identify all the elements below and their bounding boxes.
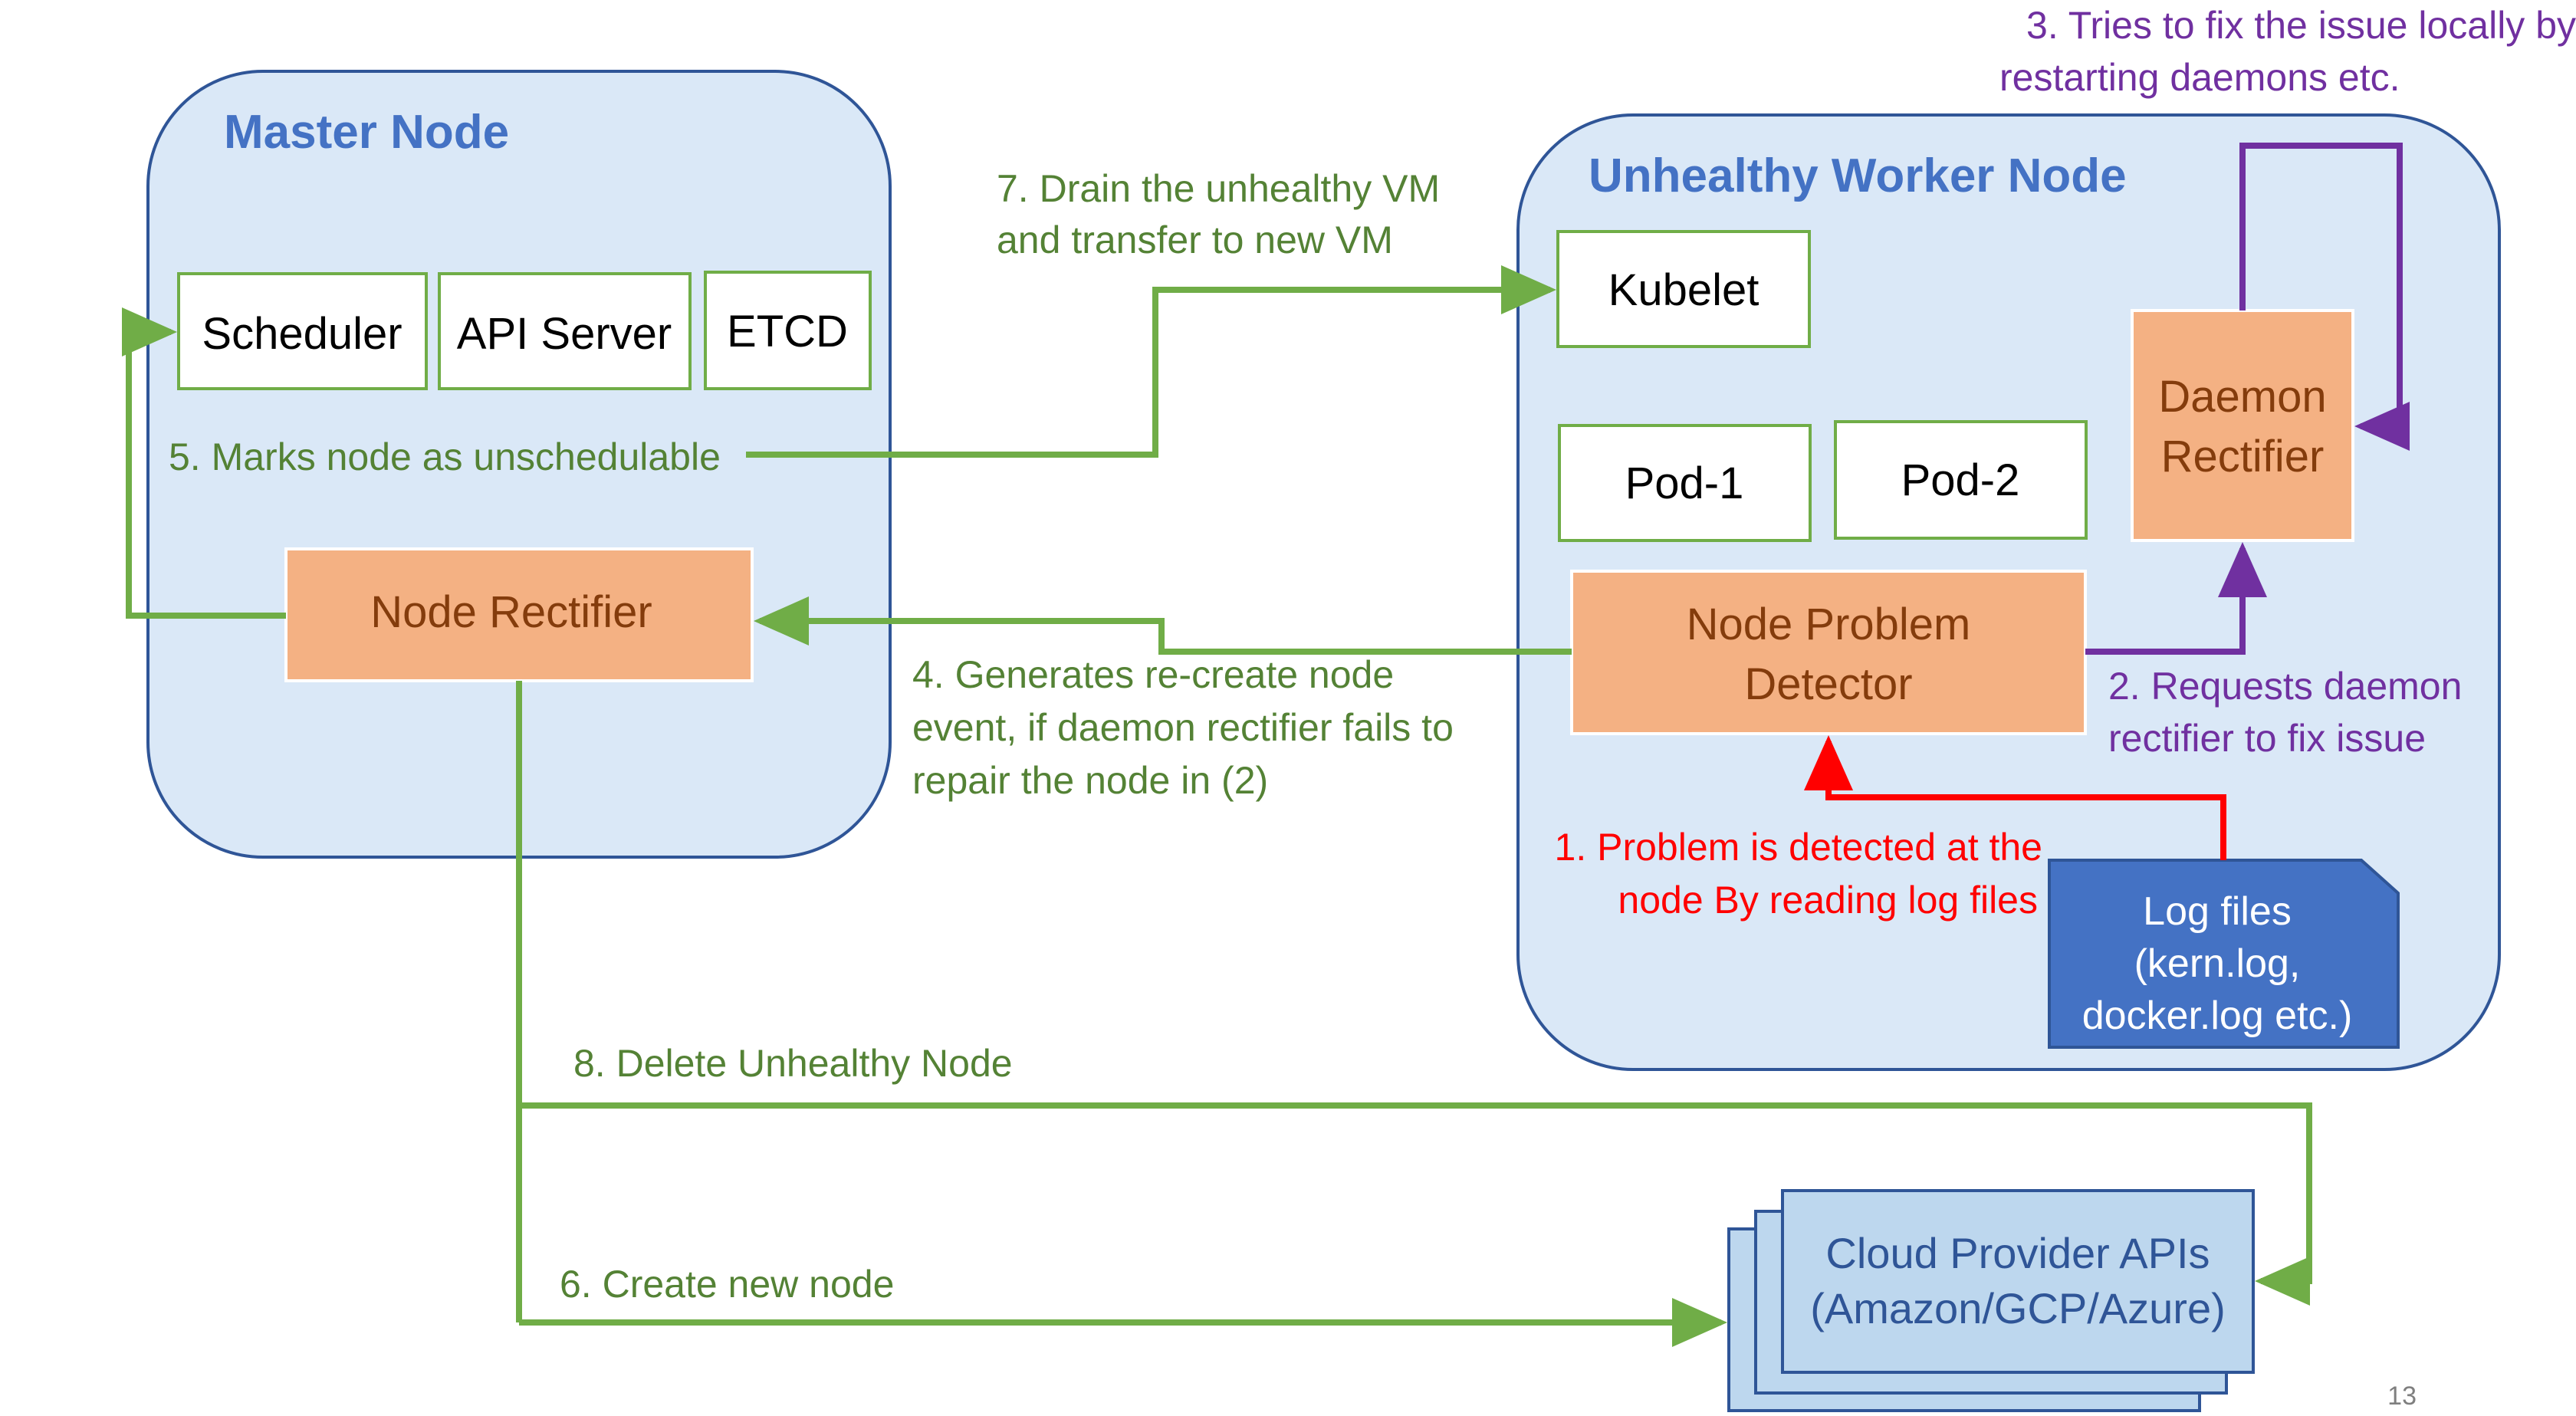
pod1-label: Pod-1 [1625, 458, 1744, 508]
node-rectifier-label: Node Rectifier [370, 587, 652, 637]
log-files-line3: docker.log etc.) [2082, 994, 2353, 1038]
worker-node-title: Unhealthy Worker Node [1589, 149, 2127, 202]
etcd-label: ETCD [727, 307, 848, 356]
step3-line2: restarting daemons etc. [1999, 56, 2400, 99]
step6-label: 6. Create new node [560, 1263, 894, 1306]
log-files-line2: (kern.log, [2134, 941, 2301, 986]
npd-label-line1: Node Problem [1687, 600, 1971, 649]
api-server-box: API Server [438, 272, 692, 390]
step7-line2: and transfer to new VM [997, 218, 1393, 261]
arrow-step7 [746, 265, 1556, 458]
arrows [122, 143, 2410, 1347]
kubelet-box: Kubelet [1556, 230, 1811, 348]
step1-line1: 1. Problem is detected at the [1555, 826, 2042, 869]
step4-line1: 4. Generates re-create node [912, 653, 1394, 696]
cloud-label-line1: Cloud Provider APIs [1825, 1229, 2210, 1277]
step7-line1: 7. Drain the unhealthy VM [997, 167, 1440, 210]
scheduler-box: Scheduler [177, 272, 428, 390]
step4-line2: event, if daemon rectifier fails to [912, 706, 1454, 749]
step-labels: 3. Tries to fix the issue locally by res… [169, 4, 2576, 1411]
arrow-step3 [2239, 143, 2410, 451]
document-icon [2048, 859, 2400, 1049]
master-node-title: Master Node [224, 106, 509, 159]
pod2-box: Pod-2 [1834, 420, 2088, 540]
daemon-rectifier-box: Daemon Rectifier [2131, 309, 2354, 542]
step2-line2: rectifier to fix issue [2108, 717, 2426, 760]
arrow-step2 [2085, 542, 2267, 655]
daemon-rectifier-label-line1: Daemon [2158, 372, 2326, 422]
arrow-step8 [519, 1102, 2312, 1306]
daemon-rectifier-label-line2: Rectifier [2161, 432, 2325, 481]
step3-line1: 3. Tries to fix the issue locally by [2026, 4, 2576, 47]
kubelet-label: Kubelet [1608, 265, 1760, 315]
api-server-label: API Server [457, 309, 672, 359]
node-rectifier-box: Node Rectifier [284, 547, 754, 682]
arrow-step5 [122, 307, 286, 619]
log-files-document: Log files (kern.log, docker.log etc.) [2048, 859, 2400, 1049]
arrow-step4 [754, 596, 1572, 655]
pod1-box: Pod-1 [1558, 424, 1812, 542]
npd-label-line2: Detector [1744, 659, 1912, 709]
step4-line3: repair the node in (2) [912, 759, 1268, 802]
arrow-step1 [1804, 735, 2226, 860]
page-number: 13 [2387, 1382, 2417, 1411]
scheduler-label: Scheduler [202, 309, 402, 359]
step5-label: 5. Marks node as unschedulable [169, 435, 721, 478]
etcd-box: ETCD [704, 271, 872, 390]
cloud-label-line2: (Amazon/GCP/Azure) [1810, 1284, 2226, 1332]
step8-label: 8. Delete Unhealthy Node [573, 1042, 1013, 1085]
step2-line1: 2. Requests daemon [2108, 665, 2462, 708]
pod2-label: Pod-2 [1901, 455, 2020, 505]
log-files-line1: Log files [2143, 889, 2292, 934]
node-problem-detector-box: Node Problem Detector [1570, 570, 2087, 735]
cloud-provider-stack: Cloud Provider APIs (Amazon/GCP/Azure) [1727, 1189, 2255, 1412]
step1-line2: node By reading log files [1618, 879, 2038, 922]
